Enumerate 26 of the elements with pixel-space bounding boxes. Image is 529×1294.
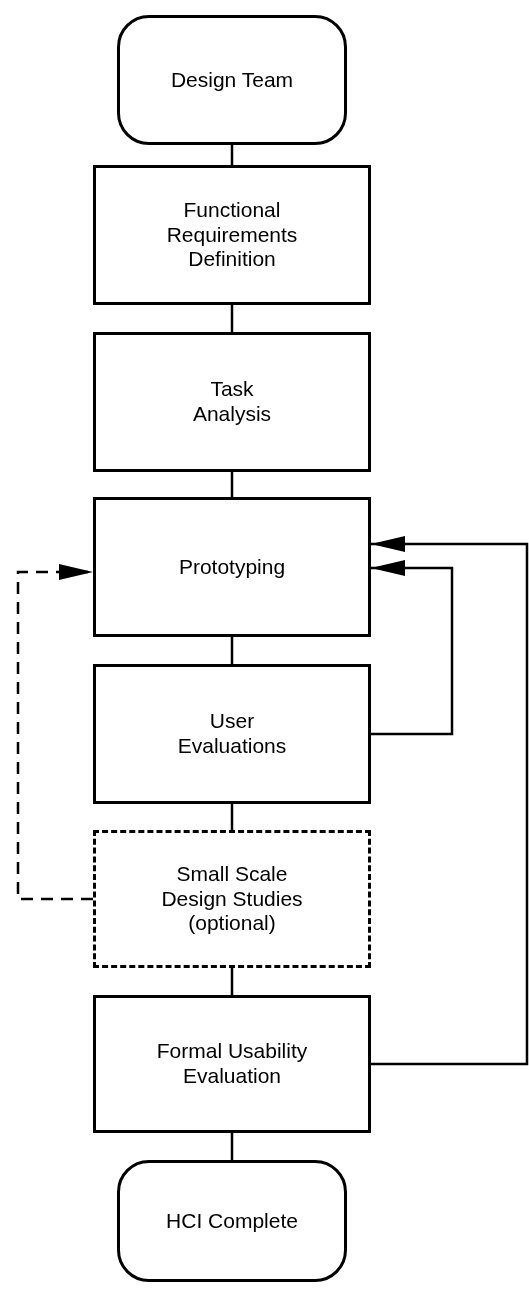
node-label: HCI Complete	[166, 1208, 298, 1234]
connector-line	[230, 472, 234, 497]
node-label: Functional Requirements Definition	[165, 197, 299, 273]
connector-line	[230, 305, 234, 332]
terminal-box	[117, 15, 347, 145]
node-label: Task Analysis	[191, 377, 273, 427]
connector-line	[230, 968, 234, 995]
node-label: Small Scale Design Studies (optional)	[160, 861, 304, 937]
node-label: User Evaluations	[176, 709, 288, 759]
node-label: Formal Usability Evaluation	[155, 1039, 309, 1089]
process-box	[93, 497, 371, 637]
connector-line	[230, 637, 234, 664]
node-label: Design Team	[170, 67, 294, 93]
process-box	[93, 995, 371, 1133]
process-box	[93, 664, 371, 804]
arrow	[371, 536, 529, 1066]
terminal-box	[117, 1160, 347, 1282]
process-box	[93, 830, 371, 968]
arrow	[16, 564, 93, 901]
process-box	[93, 332, 371, 472]
arrow	[371, 560, 454, 736]
connector-line	[230, 145, 234, 165]
node-label: Prototyping	[178, 554, 286, 580]
connector-line	[230, 1133, 234, 1160]
process-box	[93, 165, 371, 305]
connector-line	[230, 804, 234, 830]
